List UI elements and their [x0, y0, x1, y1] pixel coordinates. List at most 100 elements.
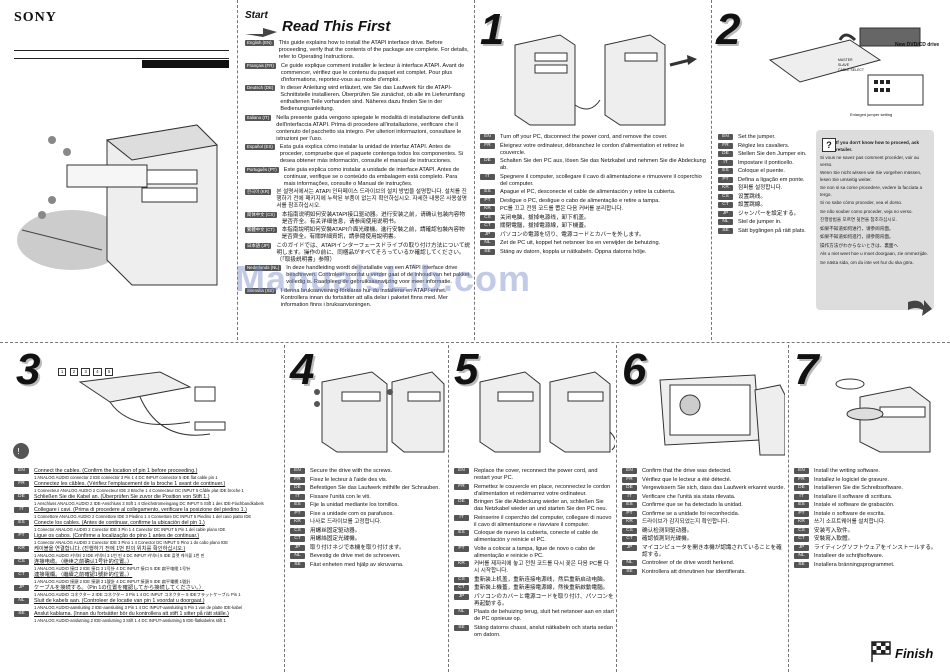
help-line: Als u niet weet hoe u moet doorgaan, zie…	[820, 251, 929, 256]
instruction-text: 점퍼를 설정합니다.	[738, 185, 783, 191]
instruction-text: Installera bränningsprogrammet.	[814, 561, 895, 568]
language-tag: SE	[480, 248, 495, 255]
pin-legend-item: 2 IDE 接口	[79, 565, 101, 571]
instruction-text: Controleer of de drive wordt herkend.	[642, 560, 735, 566]
instruction-text: Instale el software de grabación.	[814, 502, 895, 508]
language-tag: JP	[454, 593, 469, 600]
language-tag: FR	[290, 476, 305, 483]
pin-legend-item: 5 IDE 扁平電纜 1號針	[150, 578, 191, 584]
pin-legend-item: 2 Connecteur IDE	[92, 487, 128, 493]
language-tag: PT	[794, 510, 809, 517]
svg-text:!: !	[17, 447, 20, 456]
instruction-text: 본 설명서에서는 ATAPI 인터페이스 드라이브의 설치 방법을 설명합니다.…	[276, 189, 467, 209]
pin-legend-item: 3 1번 핀	[107, 552, 124, 558]
instruction-text: 取り付けネジで本機を取り付けます。	[310, 544, 405, 551]
jumper-master-label: MASTER	[838, 58, 853, 62]
pin-legend: 1 Conector ANALOG AUDIO 2 Conector IDE 3…	[34, 527, 282, 532]
instruction-text: 重新装上机盖，重新连接电源线，然后重新启动电脑。	[474, 576, 609, 583]
instruction-text: Schließen Sie die Kabel an. (Überprüfen …	[34, 494, 210, 500]
pin-legend-item: 1 Connettore ANALOG AUDIO	[34, 513, 92, 519]
pin-legend-item: 4 DC INPUT 커넥터	[123, 552, 161, 558]
pin-legend-item: 3 1號針	[100, 578, 117, 584]
language-tag: NL	[480, 240, 495, 246]
language-tag: 한국어 (KR)	[245, 189, 272, 195]
pin-legend-item: 4 Conector DC INPUT	[134, 539, 178, 545]
language-tag: CT	[794, 536, 809, 542]
pin-legend-item: 3 Pin 1	[124, 604, 139, 610]
pin-legend-item: 4 DC INPUT コネクター	[139, 591, 187, 597]
language-tag: JP	[794, 544, 809, 551]
language-tag: EN	[290, 468, 305, 474]
instruction-text: Éteignez votre ordinateur, débranchez le…	[500, 142, 685, 156]
language-tag: 简体中文 (CS)	[245, 211, 277, 218]
instruction-text: Desligue o PC, desligue o cabo de alimen…	[500, 197, 660, 204]
language-tag: KR	[454, 561, 469, 567]
language-tag: PT	[622, 510, 637, 517]
step-number: 7	[794, 345, 819, 394]
language-tag: IT	[718, 159, 733, 166]
language-tag: Deutsch (DE)	[245, 85, 276, 91]
instruction-text: Defina a ligação em ponte.	[738, 176, 805, 183]
pin-legend-item: 3 Broche 1	[127, 487, 149, 493]
instruction-text: Stel de jumper in.	[738, 219, 782, 225]
instruction-text: Zet de PC uit, koppel het netsnoer los e…	[500, 240, 661, 246]
step-number: 3	[16, 345, 41, 394]
pin-legend-item: 4 DC INPUT 接口	[116, 565, 151, 571]
instruction-text: ケーブルを接続する。（Pin 1の位置を確認してから接続してください。）	[34, 585, 205, 591]
language-tag: IT	[14, 507, 29, 513]
instruction-text: Coloque el puente.	[738, 168, 785, 174]
language-tag: CT	[454, 585, 469, 591]
pin-legend-item: 3 Stift 1	[122, 500, 138, 506]
language-tag: KR	[622, 519, 637, 525]
next-page-arrow-icon	[908, 300, 932, 316]
pin-legend: 1 ANALOG AUDIO 接頭 2 IDE 接頭 3 1號針 4 DC IN…	[34, 579, 282, 584]
finish-flag-icon	[871, 641, 891, 662]
pin-legend-item: 2 IDE-anslutning	[90, 617, 123, 623]
instruction-text: Stäng datorns chassi, anslut nätkabeln o…	[474, 624, 613, 638]
instruction-text: Fixe a unidade com os parafusos.	[310, 510, 394, 517]
step3-callouts: 1 2 3 4 5	[57, 368, 114, 376]
page-title: Read This First	[282, 18, 391, 35]
language-tag: CT	[622, 536, 637, 542]
language-tag: DE	[290, 485, 305, 491]
step-number: 2	[716, 5, 741, 54]
pin-legend: 1 ANALOG AUDIO コネクター 2 IDE コネクター 3 Pin 1…	[34, 592, 282, 597]
language-tag: FR	[794, 476, 809, 483]
pin-legend-item: 3 Pino 1	[118, 539, 135, 545]
pin-legend-item: 1 Conector ANALOG AUDIO	[34, 539, 89, 545]
pin-legend-item: 5 Pin 1 del cable plano IDE	[174, 526, 226, 532]
language-tag: English (EN)	[245, 40, 274, 46]
jumper-slave-label: SLAVE	[838, 63, 850, 67]
language-tag: FR	[454, 483, 469, 490]
instruction-text: Install the writing software.	[814, 468, 880, 474]
help-line: Wenn Sie nicht wissen wie Sie vorgehen m…	[820, 170, 922, 182]
language-tag: KR	[480, 206, 495, 212]
pin-legend-item: 5 Pin 1 van de platte IDE-kabel	[184, 604, 243, 610]
pin-legend-item: 1 ANALOG AUDIO 커넥터	[34, 552, 83, 558]
pin-legend-item: 4 DC INPUT connector	[135, 474, 179, 480]
language-tag: PT	[454, 545, 469, 552]
pin-legend-item: 2 IDE コネクター	[92, 591, 126, 597]
pin-legend-item: 4 Connecteur DC INPUT	[148, 487, 196, 493]
